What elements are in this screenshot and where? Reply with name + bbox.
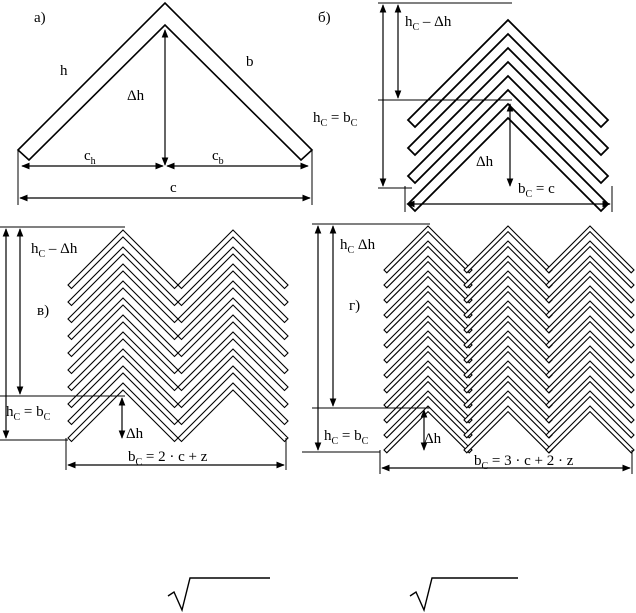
panel-b-bc-label: bC = c [518, 181, 555, 200]
panel-g-chevron [545, 345, 635, 394]
panel-v-chevron [177, 229, 289, 290]
panel-v-chevron [177, 365, 289, 426]
panel-v-chevron [177, 246, 289, 307]
panel-g-chevron [545, 315, 635, 364]
panel-v-chevron [177, 297, 289, 358]
panel-v-chevron [67, 280, 179, 341]
panel-g-chevron [383, 300, 473, 349]
panel-a: а) h b Δh ch cb c [16, 1, 314, 205]
panel-v-bc-label: bC = 2 · c + z [128, 449, 208, 468]
panel-b-chevron [406, 74, 610, 185]
panel-g-chevron-stack [383, 225, 635, 454]
panel-g-chevron [545, 360, 635, 409]
sqrt-sign-1 [167, 577, 270, 613]
panel-v-dh-label: Δh [126, 426, 144, 442]
panel-v-chevron [177, 348, 289, 409]
panel-a-h-label: h [60, 63, 68, 79]
panel-v-chevron-stack [67, 229, 289, 443]
panel-g-chevron [545, 390, 635, 439]
panel-g-chevron [545, 285, 635, 334]
panel-g-chevron [383, 390, 473, 439]
panel-v-chevron [177, 331, 289, 392]
panel-v-chevron [67, 263, 179, 324]
panel-a-b-label: b [246, 54, 254, 70]
panel-g-chevron [545, 330, 635, 379]
panel-g-chevron [383, 270, 473, 319]
panel-g-chevron [383, 255, 473, 304]
panel-a-chevron [16, 1, 314, 162]
panel-v-chevron [67, 348, 179, 409]
panel-g-side-label: hC = bC [324, 428, 369, 447]
panel-a-dh-label: Δh [127, 88, 145, 104]
panel-v-side-label: hC = bC [6, 404, 51, 423]
panel-b-chevron [406, 18, 610, 129]
sqrt-sign-2 [409, 577, 518, 613]
panel-g-chevron [383, 375, 473, 424]
panel-b-letter: б) [318, 10, 331, 26]
panel-b-chevron-stack [406, 18, 610, 213]
panel-v-letter: в) [37, 303, 49, 319]
panel-g-chevron [463, 225, 553, 274]
panel-b-chevron [406, 46, 610, 157]
panel-a-ch-label: ch [84, 148, 96, 167]
panel-g-chevron [383, 405, 473, 454]
formula-area [167, 577, 518, 613]
panel-g-chevron [545, 270, 635, 319]
panel-g-chevron [545, 405, 635, 454]
panel-a-letter: а) [34, 10, 46, 26]
panel-g-chevron [383, 240, 473, 289]
panel-b-top-label: hC – Δh [405, 14, 452, 33]
panel-g-chevron [545, 240, 635, 289]
panel-v-chevron [177, 263, 289, 324]
panel-g-chevron [545, 375, 635, 424]
panel-v-top-label: hC – Δh [31, 241, 78, 260]
panel-b-dh-label: Δh [476, 154, 494, 170]
panel-v-chevron [67, 246, 179, 307]
panel-g-chevron [383, 225, 473, 274]
panel-v-chevron [67, 331, 179, 392]
panel-a-c-label: c [170, 180, 177, 196]
panel-v-chevron [177, 382, 289, 443]
panel-g-chevron [545, 225, 635, 274]
panel-g-chevron [463, 240, 553, 289]
panel-g: г) hC Δh hC = bC Δh bC = 3 · c + 2 · z [302, 223, 635, 474]
panel-g-top-label: hC Δh [340, 237, 376, 256]
panel-b: б) hC – Δh hC = bC Δh bC = c [313, 2, 613, 213]
panel-g-dh-label: Δh [424, 431, 442, 447]
panel-v-chevron [67, 297, 179, 358]
panel-v-chevron [67, 365, 179, 426]
panel-v: в) hC – Δh hC = bC Δh bC = 2 · c + z [0, 226, 289, 470]
panel-b-side-label: hC = bC [313, 110, 358, 129]
panel-g-bc-label: bC = 3 · c + 2 · z [474, 453, 574, 472]
panel-v-chevron [67, 382, 179, 443]
panel-g-letter: г) [349, 298, 360, 314]
panel-g-chevron [383, 315, 473, 364]
panel-g-chevron [545, 300, 635, 349]
panel-a-cb-label: cb [212, 148, 224, 167]
panel-v-chevron [67, 314, 179, 375]
panel-g-chevron [383, 330, 473, 379]
panel-g-chevron [545, 255, 635, 304]
panel-v-chevron [177, 314, 289, 375]
panel-g-chevron [383, 285, 473, 334]
panel-g-chevron [383, 345, 473, 394]
panel-v-chevron [67, 229, 179, 290]
panel-v-chevron [177, 280, 289, 341]
